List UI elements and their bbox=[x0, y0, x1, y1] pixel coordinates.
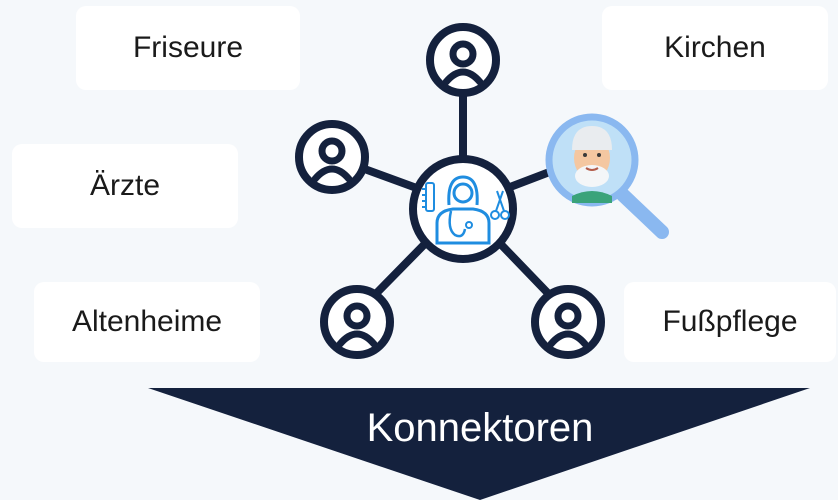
label-aerzte-text: Ärzte bbox=[89, 169, 161, 202]
label-aerzte: Ärzte bbox=[12, 144, 238, 228]
label-kirchen-text: Kirchen bbox=[664, 31, 766, 64]
magnifier-with-elderly-man-icon bbox=[545, 113, 669, 239]
comb-icon bbox=[422, 182, 435, 212]
caregiver-icon bbox=[409, 155, 517, 263]
label-fusspflege-text: Fußpflege bbox=[662, 305, 798, 338]
label-friseure-text: Friseure bbox=[132, 31, 244, 64]
konnektoren-label: Konnektoren bbox=[367, 406, 594, 450]
konnektoren-banner: Konnektoren bbox=[148, 388, 810, 500]
label-altenheime: Altenheime bbox=[34, 282, 260, 362]
person-icon bbox=[320, 285, 394, 359]
person-icon bbox=[531, 285, 605, 359]
label-altenheime-text: Altenheime bbox=[71, 305, 223, 338]
label-fusspflege: Fußpflege bbox=[624, 282, 836, 362]
label-kirchen: Kirchen bbox=[602, 6, 828, 90]
label-friseure: Friseure bbox=[76, 6, 300, 90]
person-icon bbox=[295, 120, 369, 194]
scissors-icon bbox=[490, 190, 510, 220]
person-icon bbox=[426, 23, 500, 97]
